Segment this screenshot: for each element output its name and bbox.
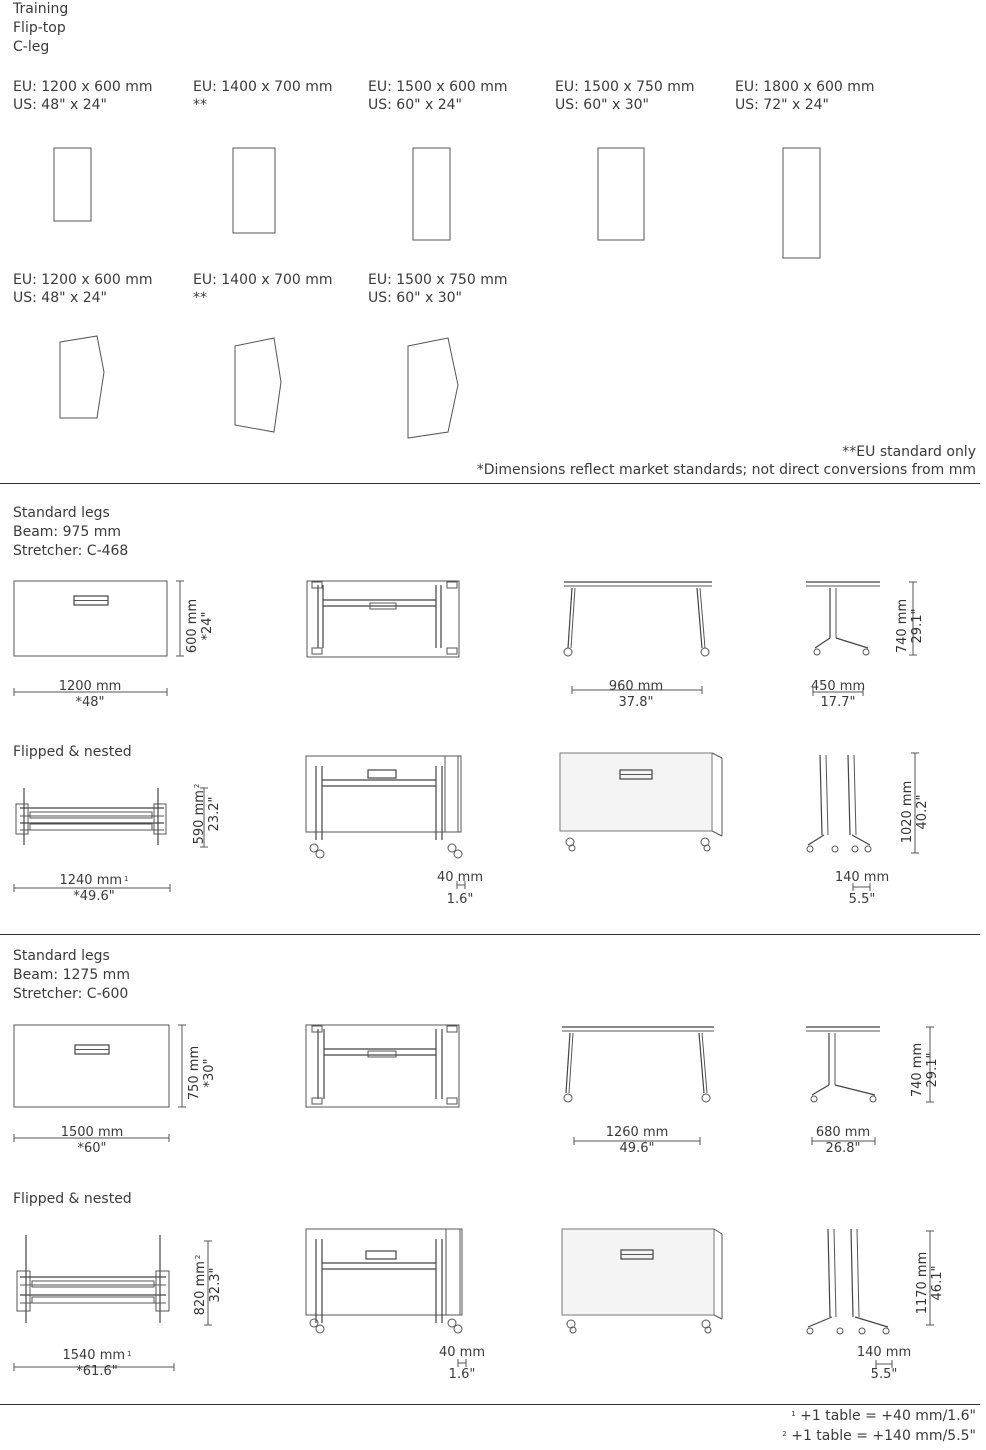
note-dimensions: *Dimensions reflect market standards; no…: [476, 462, 976, 478]
size-eu-3: EU: 1500 x 600 mm: [368, 79, 508, 95]
s3-end-width: 680 mm: [815, 1125, 871, 1140]
s3-f-gap-us: 1.6": [448, 1367, 476, 1382]
s3-flipped-stack: [16, 1235, 170, 1323]
size-us-3: US: 60" x 24": [368, 97, 462, 113]
s3-flipped-end: [806, 1228, 890, 1335]
s2-f-gap: 40 mm: [436, 870, 484, 885]
title-line-2: Flip-top: [13, 20, 66, 36]
s2-end-width: 450 mm: [810, 679, 866, 694]
s2-flipped-stack: [15, 788, 167, 845]
size-eu-7: EU: 1400 x 700 mm: [193, 272, 333, 288]
size-eu-4: EU: 1500 x 750 mm: [555, 79, 695, 95]
s2-top-width-us: *48": [75, 695, 105, 710]
trapezoid-top-1400x700: [234, 337, 282, 433]
footnote-2: 2 +1 table = +140 mm/5.5": [782, 1428, 976, 1444]
trapezoid-top-1200x600: [59, 335, 105, 419]
s2-f-end-us: 5.5": [848, 892, 876, 907]
size-us-8: US: 60" x 30": [368, 290, 462, 306]
s3-title-1: Standard legs: [13, 948, 110, 964]
s3-end-width-us: 26.8": [825, 1141, 861, 1156]
s3-side-width-us: 49.6": [619, 1141, 655, 1156]
s3-underside-view: [305, 1024, 460, 1108]
s2-title-2: Beam: 975 mm: [13, 524, 122, 540]
size-us-7: **: [193, 290, 207, 306]
s2-f-gap-us: 1.6": [446, 892, 474, 907]
size-us-1: US: 48" x 24": [13, 97, 107, 113]
s2-underside-view: [306, 580, 460, 658]
size-us-6: US: 48" x 24": [13, 290, 107, 306]
size-eu-6: EU: 1200 x 600 mm: [13, 272, 153, 288]
s2-title-1: Standard legs: [13, 505, 110, 521]
title-line-3: C-leg: [13, 39, 50, 55]
tabletop-1500x600: [412, 147, 451, 241]
size-us-2: **: [193, 97, 207, 113]
size-eu-2: EU: 1400 x 700 mm: [193, 79, 333, 95]
s2-f-end: 140 mm: [834, 870, 890, 885]
s2-title-3: Stretcher: C-468: [13, 543, 129, 559]
size-us-4: US: 60" x 30": [555, 97, 649, 113]
note-eu-standard: **EU standard only: [842, 444, 976, 460]
s2-side-width: 960 mm: [608, 679, 664, 694]
section-divider-3: [0, 1404, 980, 1405]
s3-drawings: [13, 1024, 934, 1371]
s3-top-view: [13, 1024, 170, 1108]
s2-drawings: [13, 580, 919, 892]
s3-top-width: 1500 mm: [60, 1125, 124, 1140]
size-eu-8: EU: 1500 x 750 mm: [368, 272, 508, 288]
s2-top-depth: 600 mm*24": [185, 598, 215, 654]
s3-side-width: 1260 mm: [605, 1125, 669, 1140]
s3-f-end: 140 mm: [856, 1345, 912, 1360]
s2-flipped-side: [559, 752, 713, 832]
s3-f-gap: 40 mm: [438, 1345, 486, 1360]
s2-f-width-us: *49.6": [73, 889, 115, 904]
s2-flipped-end: [806, 754, 872, 853]
s2-end-width-us: 17.7": [820, 695, 856, 710]
tabletop-1200x600: [53, 147, 92, 222]
s3-title-3: Stretcher: C-600: [13, 986, 129, 1002]
s3-flipped-label: Flipped & nested: [13, 1191, 132, 1207]
size-eu-1: EU: 1200 x 600 mm: [13, 79, 153, 95]
s2-flipped-label: Flipped & nested: [13, 744, 132, 760]
s3-f-width-us: *61.6": [76, 1364, 118, 1379]
size-eu-5: EU: 1800 x 600 mm: [735, 79, 875, 95]
s2-top-width: 1200 mm: [58, 679, 122, 694]
s3-flipped-underside: [305, 1228, 461, 1316]
s3-top-depth: 750 mm*30": [187, 1045, 217, 1101]
s3-top-width-us: *60": [77, 1141, 107, 1156]
section-divider-2: [0, 934, 980, 935]
tabletop-1500x750: [597, 147, 645, 241]
s3-title-2: Beam: 1275 mm: [13, 967, 130, 983]
s2-top-view: [13, 580, 168, 657]
trapezoid-top-1500x750: [407, 337, 459, 439]
tabletop-rect-row: [53, 147, 821, 439]
s2-flipped-underside: [305, 755, 459, 833]
size-us-5: US: 72" x 24": [735, 97, 829, 113]
title-line-1: Training: [13, 1, 69, 17]
footnote-1: 1 +1 table = +40 mm/1.6": [791, 1408, 976, 1424]
s2-side-width-us: 37.8": [618, 695, 654, 710]
tabletop-1400x700: [232, 147, 276, 234]
tabletop-1800x600: [782, 147, 821, 259]
s3-f-end-us: 5.5": [870, 1367, 898, 1382]
s3-flipped-side: [561, 1228, 715, 1316]
section-divider-1: [0, 483, 980, 484]
